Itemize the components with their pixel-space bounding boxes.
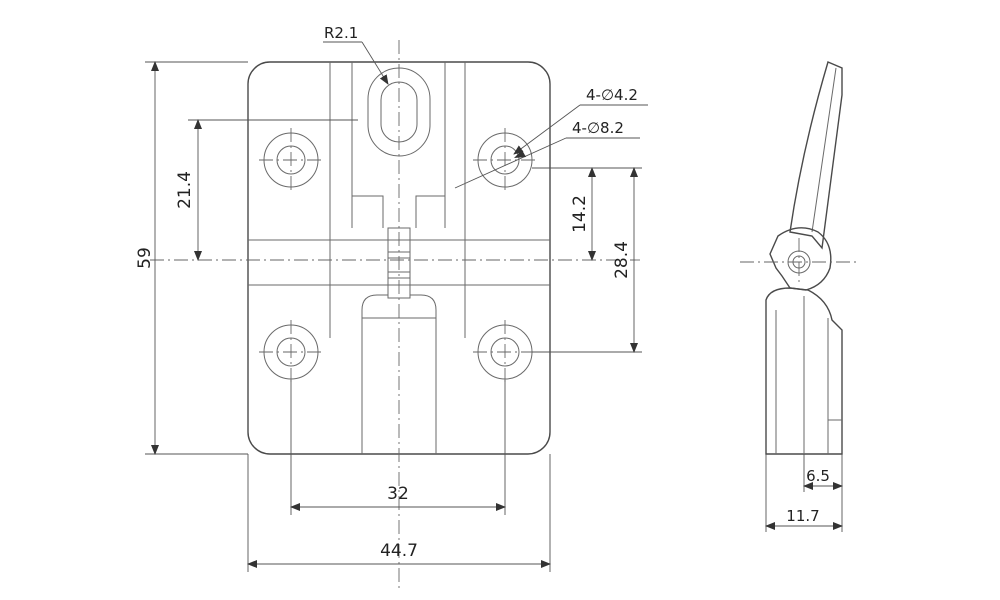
dim-width-label: 44.7 (380, 541, 418, 561)
leader-arrow (514, 150, 526, 158)
callout-small-holes: 4-∅4.2 (586, 86, 638, 104)
dim-height-label: 59 (135, 247, 155, 269)
side-view: 6.5 11.7 (740, 61, 860, 532)
recess-right (415, 195, 446, 228)
dim-hole-spacing-h-label: 32 (387, 484, 409, 504)
front-view: 59 21.4 14.2 28.4 32 44.7 R2.1 4-∅4.2 (135, 24, 648, 590)
leader-slot (361, 41, 389, 85)
dim-thickness-inner-label: 6.5 (806, 467, 830, 485)
dim-hole-spacing-v-label: 28.4 (612, 241, 632, 279)
dim-hole-offset-top-label: 21.4 (175, 171, 195, 209)
recess-left (351, 195, 384, 228)
callout-large-holes: 4-∅8.2 (572, 119, 624, 137)
upper-leaf-inner (811, 67, 837, 233)
knuckle (769, 227, 832, 291)
channel-right (410, 294, 437, 454)
dim-hole-offset-mid-label: 14.2 (570, 195, 590, 233)
upper-leaf (789, 61, 843, 250)
leader-large-hole (454, 137, 567, 189)
dim-thickness-total-label: 11.7 (786, 507, 819, 525)
leader-small-hole (513, 104, 581, 155)
channel-left (361, 294, 388, 454)
lower-leaf (765, 287, 843, 455)
callout-slot-radius: R2.1 (324, 24, 358, 42)
